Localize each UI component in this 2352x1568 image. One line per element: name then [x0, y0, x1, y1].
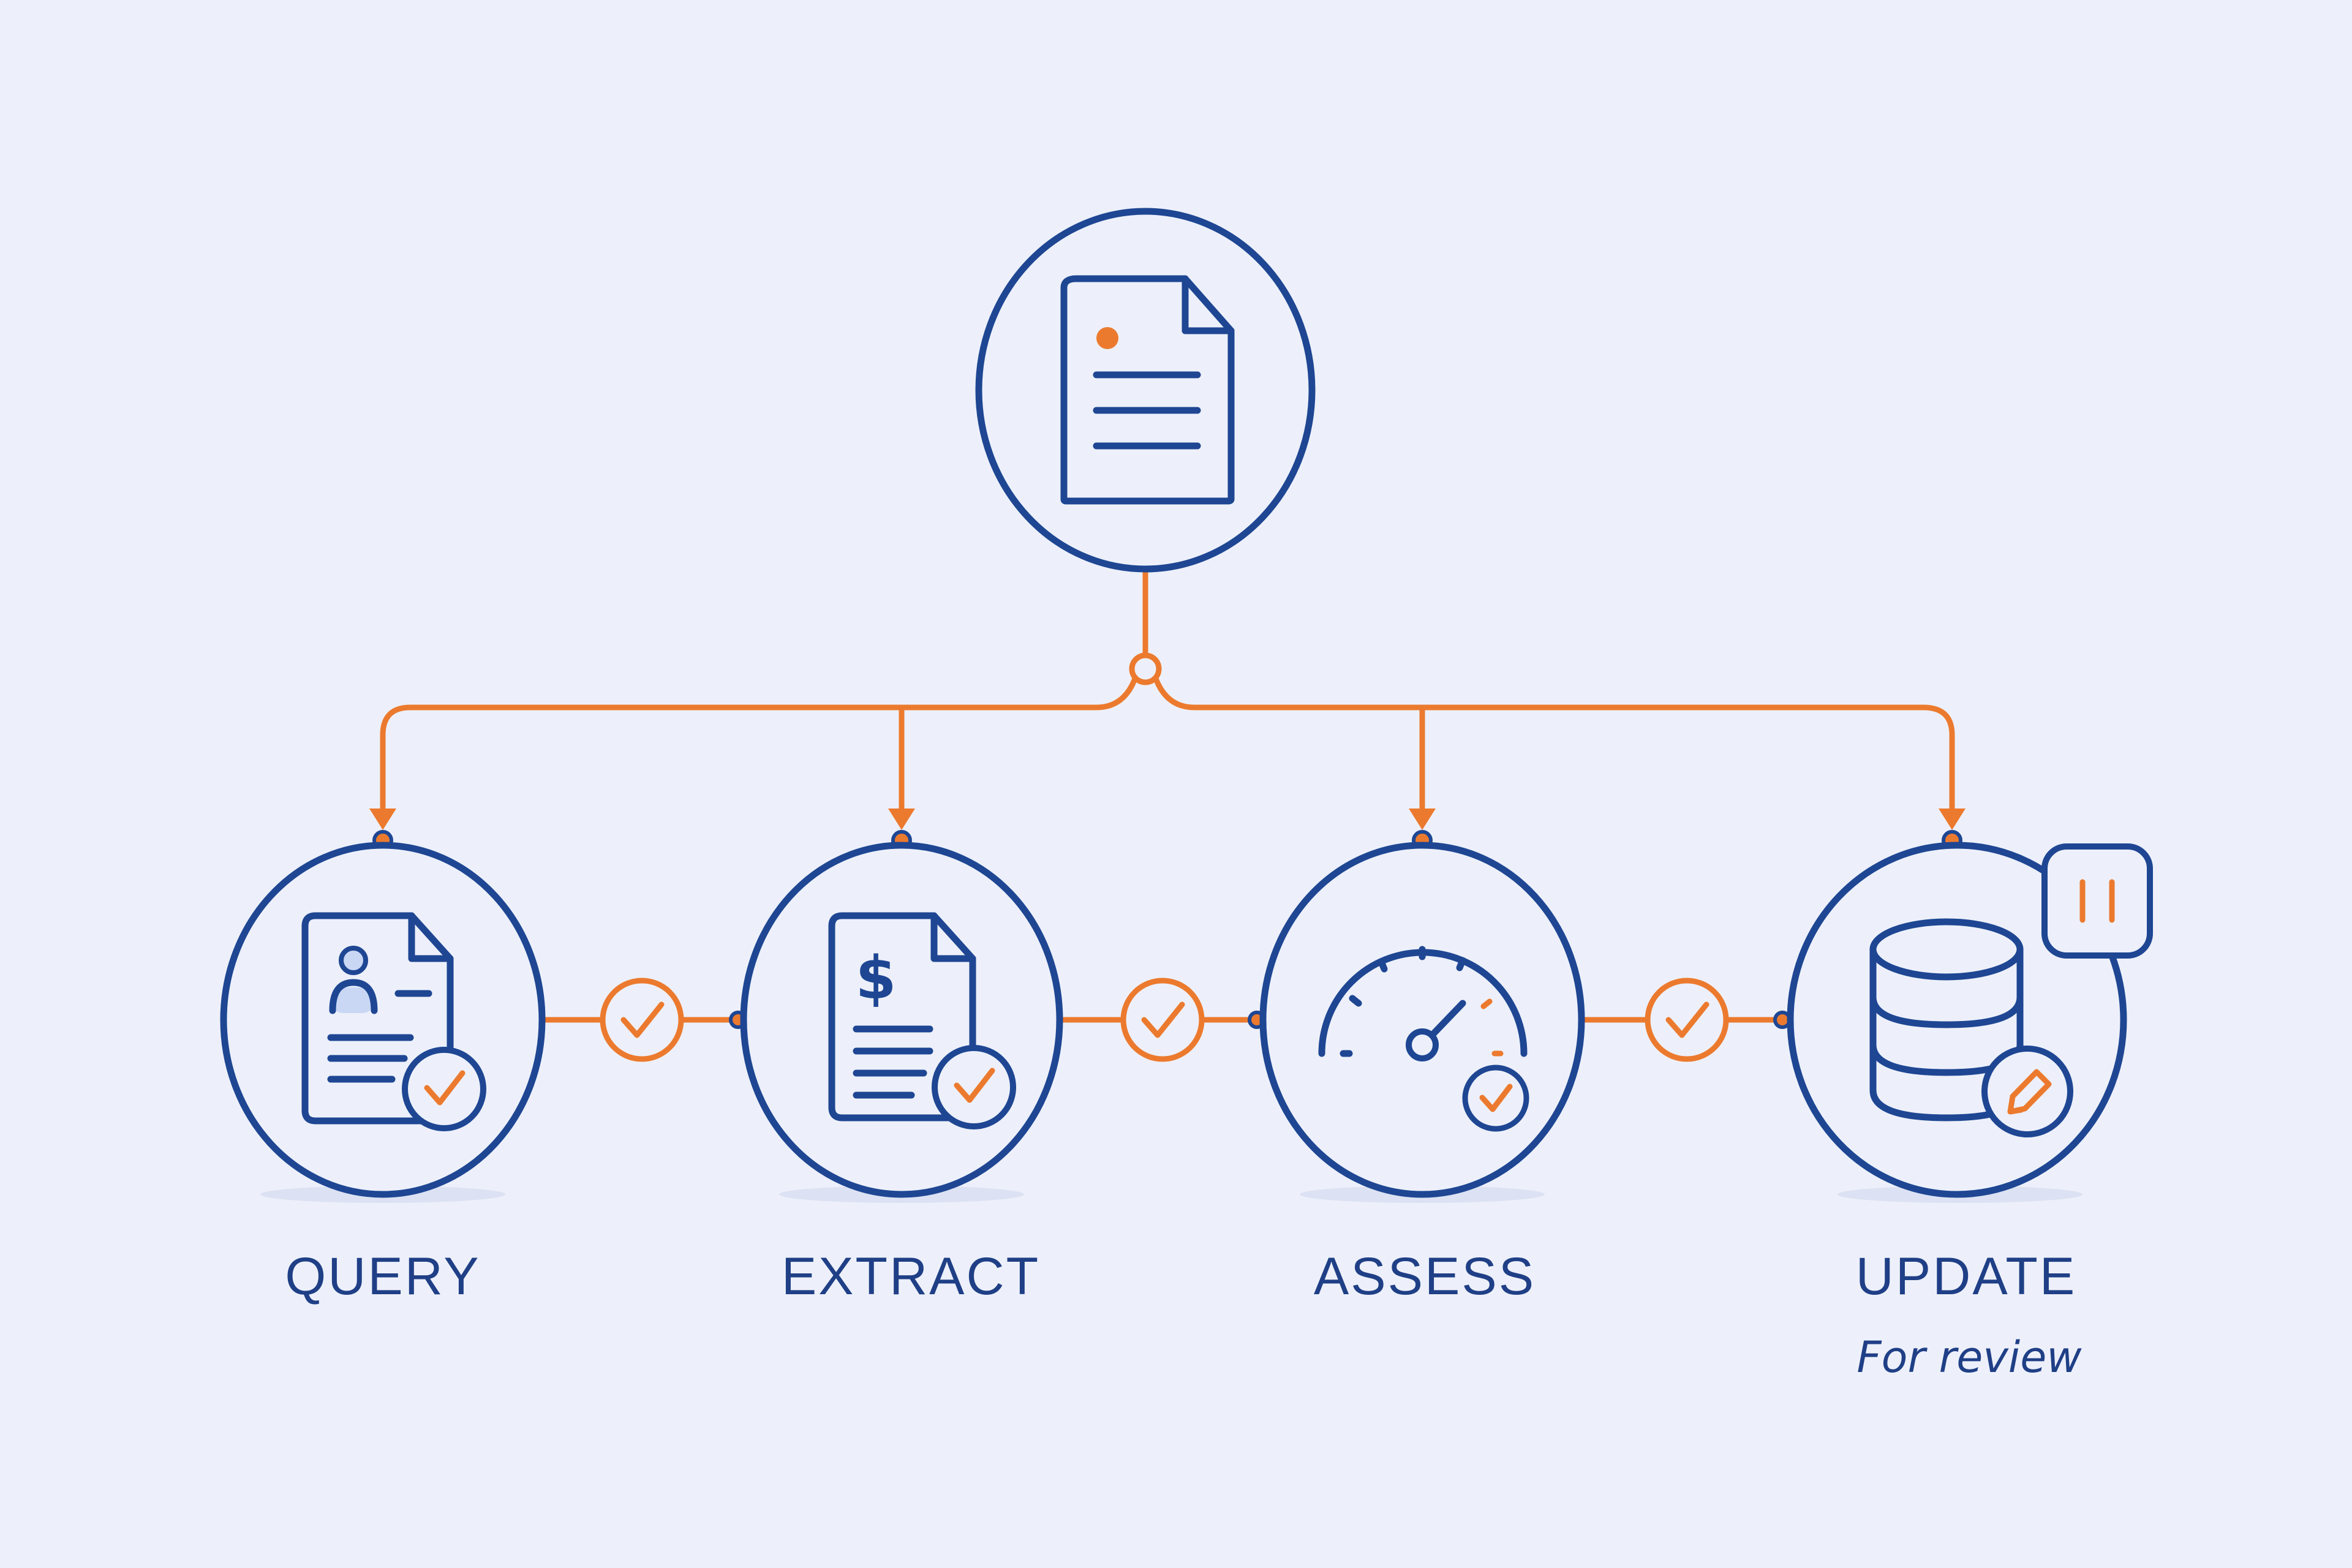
- bus-line-left: [380, 676, 1138, 827]
- database-edit-icon: [1869, 918, 2073, 1137]
- step-extract[interactable]: $: [740, 842, 1063, 1203]
- step-update[interactable]: [1787, 842, 2153, 1203]
- arrowhead-update: [1939, 809, 1966, 830]
- step-label-update: UPDATE: [1856, 1247, 2076, 1306]
- step-query[interactable]: [220, 842, 546, 1203]
- bus-line-right: [1153, 676, 1955, 827]
- step-label-assess: ASSESS: [1314, 1247, 1536, 1306]
- pause-icon: [2079, 879, 2115, 923]
- invoice-document-check-icon: $: [828, 912, 1016, 1129]
- check-icon: [1141, 1001, 1185, 1038]
- step-label-query: QUERY: [285, 1247, 480, 1306]
- check-connector: [1582, 978, 1792, 1062]
- arrowhead-extract: [888, 809, 915, 830]
- check-connector: [539, 978, 747, 1062]
- check-icon: [1665, 1001, 1709, 1038]
- pause-badge[interactable]: [2041, 843, 2153, 959]
- source-node[interactable]: [975, 208, 1316, 573]
- step-label-extract: EXTRACT: [782, 1247, 1040, 1306]
- check-icon: [620, 1001, 665, 1038]
- check-connector: [1060, 978, 1266, 1062]
- arrowhead-query: [369, 809, 396, 830]
- junction-node: [1129, 652, 1162, 685]
- gauge-check-icon: [1318, 946, 1529, 1132]
- svg-text:$: $: [856, 944, 897, 1012]
- step-connectors: [539, 978, 1792, 1062]
- arrowhead-assess: [1409, 809, 1436, 830]
- document-icon: [1060, 275, 1235, 505]
- profile-document-check-icon: [301, 912, 486, 1131]
- status-text-update: For review: [1856, 1332, 2082, 1382]
- step-assess[interactable]: [1259, 842, 1585, 1203]
- branch-connectors: [369, 567, 1966, 851]
